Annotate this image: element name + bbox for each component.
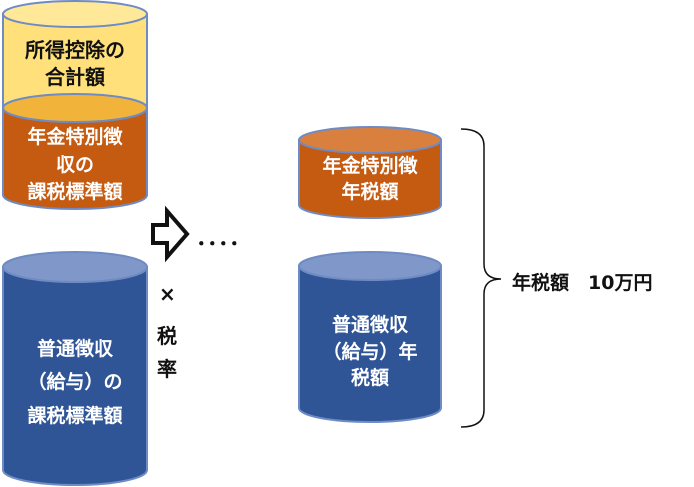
salary-annual-tax-line3: 税額 bbox=[350, 367, 389, 390]
pension-tax-base-line2: 収の bbox=[55, 153, 94, 176]
pension-annual-tax-line2: 年税額 bbox=[341, 180, 399, 203]
pension-annual-tax-label: 年金特別徴 年税額 bbox=[299, 154, 441, 205]
tax-rate-char1: 税 bbox=[157, 324, 177, 348]
salary-annual-tax-line1: 普通徴収 bbox=[331, 314, 408, 336]
salary-tax-base-line2: （給与）の bbox=[27, 371, 123, 394]
pension-tax-base-line1: 年金特別徴 bbox=[27, 126, 123, 148]
annual-tax-total: 年税額 10万円 bbox=[512, 272, 653, 294]
tax-rate-char2: 率 bbox=[157, 357, 177, 381]
deductions-label: 所得控除の 合計額 bbox=[3, 37, 147, 91]
pension-annual-tax-line1: 年金特別徴 bbox=[322, 155, 418, 177]
salary-annual-tax-cylinder bbox=[298, 251, 442, 423]
salary-annual-tax-label: 普通徴収 （給与）年 税額 bbox=[299, 312, 441, 392]
pension-tax-base-cylinder bbox=[2, 107, 148, 210]
arrow-right-outline-icon bbox=[151, 205, 190, 263]
deductions-cylinder bbox=[2, 0, 148, 123]
salary-annual-tax-line2: （給与）年 bbox=[322, 340, 418, 363]
salary-tax-base-line1: 普通徴収 bbox=[36, 338, 113, 360]
salary-tax-base-label: 普通徴収 （給与）の 課税標準額 bbox=[3, 333, 147, 433]
pension-tax-base-line3: 課税標準額 bbox=[27, 181, 123, 204]
right-brace-icon bbox=[460, 128, 502, 428]
ellipsis-dots: ．．．． bbox=[196, 226, 252, 251]
salary-tax-base-cylinder bbox=[1, 251, 148, 486]
deductions-label-line2: 合計額 bbox=[45, 65, 105, 89]
salary-tax-base-line3: 課税標準額 bbox=[27, 404, 123, 427]
pension-tax-base-label: 年金特別徴 収の 課税標準額 bbox=[3, 124, 147, 207]
times-symbol: × bbox=[159, 282, 176, 306]
pension-annual-tax-cylinder bbox=[298, 126, 442, 219]
deductions-label-line1: 所得控除の bbox=[25, 38, 125, 62]
